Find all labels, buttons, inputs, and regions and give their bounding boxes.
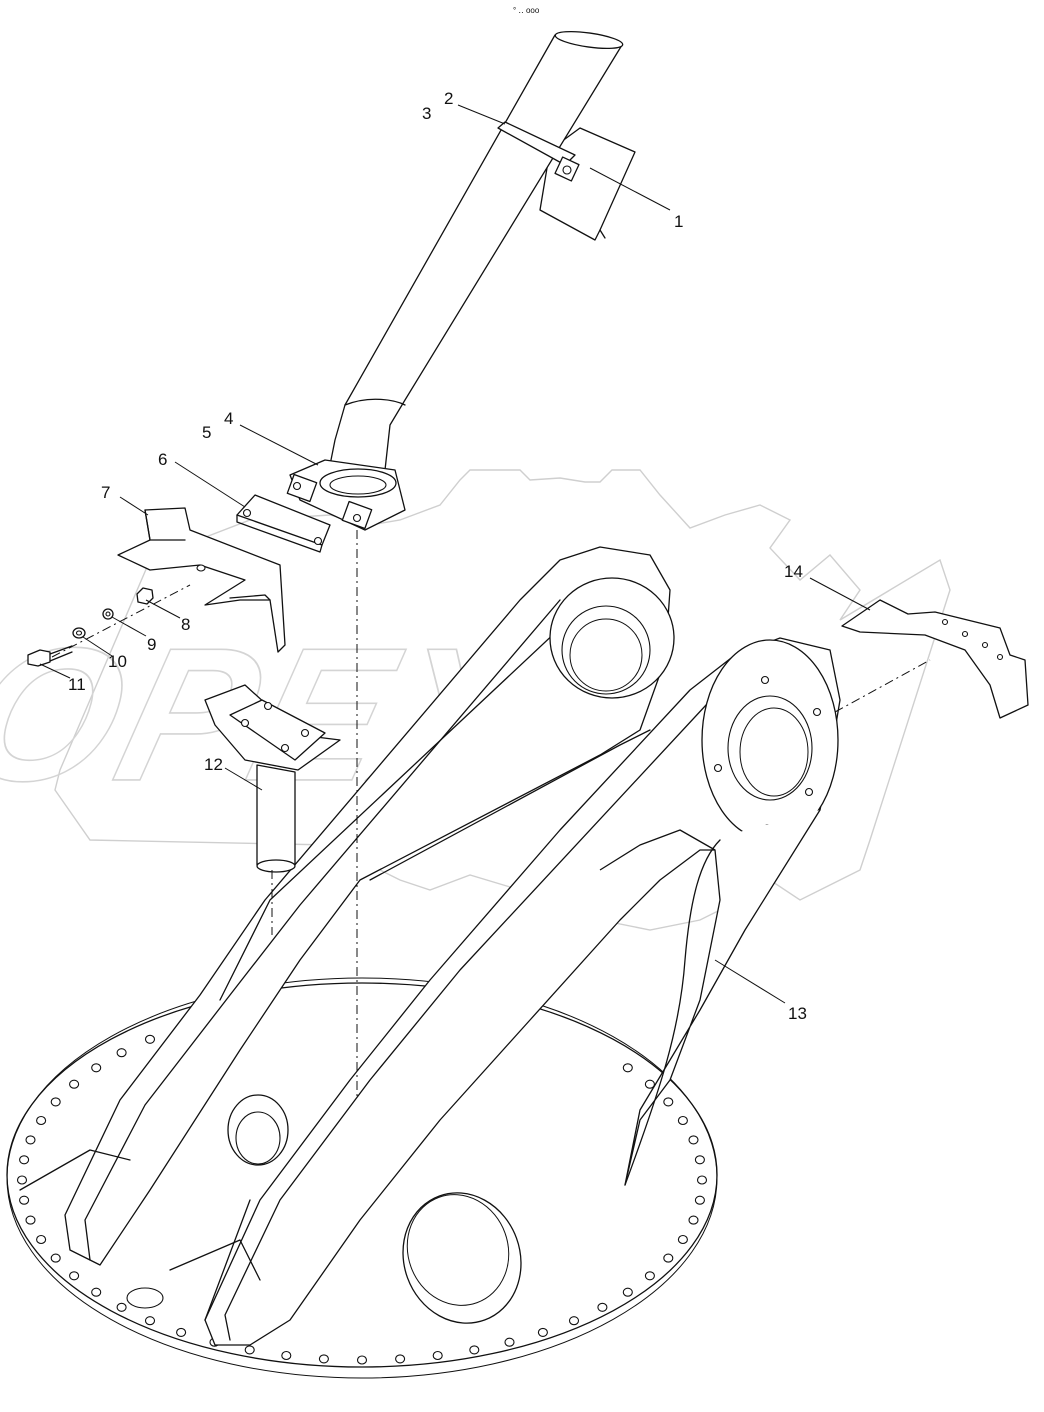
flange-hole xyxy=(694,1195,705,1205)
callout-4: 4 xyxy=(224,409,233,428)
flange-hole xyxy=(644,1079,655,1089)
flange-hole xyxy=(16,1175,28,1185)
callout-1: 1 xyxy=(674,212,683,231)
callout-11: 11 xyxy=(68,675,86,694)
callout-9: 9 xyxy=(147,635,156,654)
drawing-code: ° ‥ ooo xyxy=(513,6,540,15)
flange-hole xyxy=(597,1302,608,1312)
pipe-assembly xyxy=(286,30,636,531)
flange-hole xyxy=(69,1271,80,1281)
callout-8: 8 xyxy=(181,615,190,634)
curved-plate-14 xyxy=(841,599,1029,719)
flange-center-hole xyxy=(126,1287,164,1309)
flange-hole xyxy=(91,1287,102,1297)
callout-14: 14 xyxy=(784,562,803,581)
flange-hole xyxy=(432,1350,443,1361)
flange-hole xyxy=(116,1302,127,1312)
fastener-set xyxy=(27,584,191,667)
flange-hole xyxy=(622,1287,633,1297)
flange-hole xyxy=(694,1155,705,1165)
flange-hole xyxy=(677,1234,688,1245)
callout-2: 2 xyxy=(444,89,453,108)
flange-hole xyxy=(622,1063,633,1073)
flange-hole xyxy=(663,1097,674,1107)
flange-hole xyxy=(19,1195,30,1205)
flange-hole xyxy=(244,1345,255,1355)
callout-13: 13 xyxy=(788,1004,807,1023)
plate-6 xyxy=(236,494,331,553)
flange-hole xyxy=(395,1354,406,1364)
callout-6: 6 xyxy=(158,450,167,469)
flange-hole xyxy=(696,1175,708,1185)
flange-hole xyxy=(50,1097,61,1107)
flange-hole xyxy=(36,1115,47,1126)
flange-hole xyxy=(144,1316,156,1326)
callout-5: 5 xyxy=(202,423,211,442)
flange-hole xyxy=(281,1350,292,1361)
flange-hole xyxy=(116,1048,127,1058)
bracket-7 xyxy=(117,507,286,653)
flange-hole xyxy=(688,1215,699,1225)
flange-hole xyxy=(176,1327,187,1337)
flange-hole xyxy=(356,1355,368,1365)
flange-hole xyxy=(568,1316,580,1326)
leader-lines xyxy=(39,104,871,1004)
callout-12: 12 xyxy=(204,755,223,774)
flange-hole xyxy=(644,1271,655,1281)
flange-hole xyxy=(318,1354,329,1364)
callout-10: 10 xyxy=(108,652,127,671)
flange-hole xyxy=(50,1253,61,1263)
flange-hole xyxy=(469,1345,480,1355)
flange-hole xyxy=(36,1234,47,1245)
flange-hole xyxy=(688,1135,699,1145)
flange-hole xyxy=(144,1034,156,1044)
flange-hole xyxy=(537,1327,548,1337)
flange-hole xyxy=(504,1337,515,1347)
main-frame-13 xyxy=(19,546,841,1346)
flange-hole xyxy=(25,1215,36,1225)
callout-3: 3 xyxy=(422,104,431,123)
flange-hole xyxy=(91,1063,102,1073)
flange-hole xyxy=(25,1135,36,1145)
callout-7: 7 xyxy=(101,483,110,502)
flange-hole xyxy=(19,1155,30,1165)
pin-holder-12 xyxy=(204,684,341,873)
callout-labels: 1 2 3 4 5 6 7 8 9 10 11 12 13 14 xyxy=(68,89,807,1023)
flange-hole xyxy=(663,1253,674,1263)
assembly-centerlines xyxy=(271,530,931,1100)
flange-hole xyxy=(677,1115,688,1126)
flange-hole xyxy=(69,1079,80,1089)
